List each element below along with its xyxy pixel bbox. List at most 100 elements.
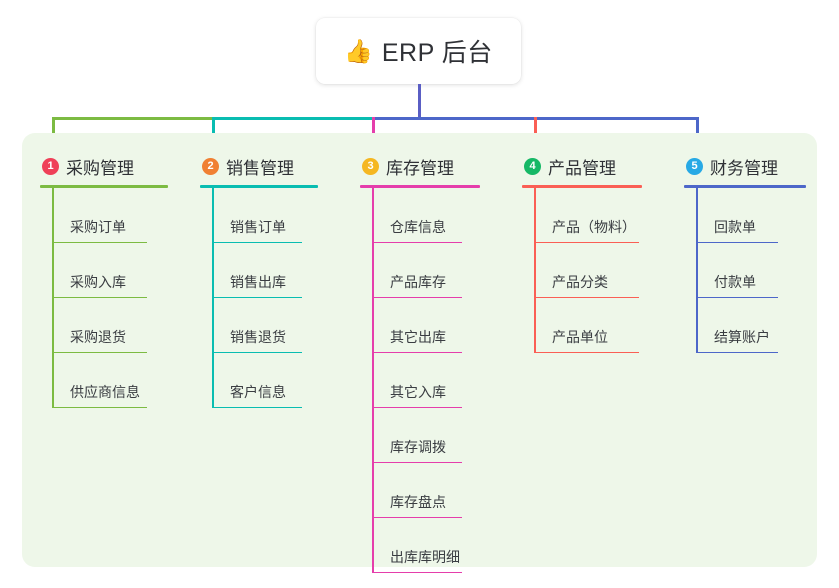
branch-item-rule: [372, 351, 462, 353]
branch-column-1: 1 采购管理采购订单采购入库采购退货供应商信息: [40, 151, 168, 408]
branch-item-rule: [372, 516, 462, 518]
branch-number-badge: 2: [202, 157, 219, 175]
branch-header-5[interactable]: 5 财务管理: [684, 151, 806, 181]
branch-item-rule: [696, 296, 778, 298]
branch-spine: [52, 188, 54, 408]
branch-item-rule: [372, 571, 462, 573]
branch-item-rule: [212, 351, 302, 353]
branch-item-rule: [52, 351, 147, 353]
branch-item-label: 其它入库: [390, 384, 446, 400]
branch-item-rule: [52, 241, 147, 243]
branch-item-rule: [212, 406, 302, 408]
branch-item-label: 采购订单: [70, 219, 126, 235]
branch-item-rule: [696, 241, 778, 243]
branch-spine: [534, 188, 536, 353]
branch-item[interactable]: 其它出库: [372, 298, 480, 353]
branches-panel: 1 采购管理采购订单采购入库采购退货供应商信息 2 销售管理销售订单销售出库销售退货客…: [22, 133, 817, 573]
connector-hbar-2: [212, 117, 375, 120]
branch-item-label: 产品（物料）: [552, 219, 636, 235]
branch-underline: [40, 185, 168, 188]
branch-item[interactable]: 销售订单: [212, 188, 318, 243]
branch-item-label: 库存调拨: [390, 439, 446, 455]
branch-item-label: 回款单: [714, 219, 756, 235]
branch-item[interactable]: 库存盘点: [372, 463, 480, 518]
branch-header-1[interactable]: 1 采购管理: [40, 151, 168, 181]
branch-item[interactable]: 产品分类: [534, 243, 642, 298]
branch-item[interactable]: 产品单位: [534, 298, 642, 353]
branch-item-label: 销售出库: [230, 274, 286, 290]
branch-item-label: 仓库信息: [390, 219, 446, 235]
branch-item[interactable]: 库存调拨: [372, 408, 480, 463]
branch-item-label: 产品分类: [552, 274, 608, 290]
branch-header-2[interactable]: 2 销售管理: [200, 151, 318, 181]
branch-underline: [200, 185, 318, 188]
connector-trunk: [418, 84, 421, 117]
branch-spine: [212, 188, 214, 408]
branch-item-list: 产品（物料） 产品分类产品单位: [522, 188, 642, 353]
branch-item-list: 采购订单采购入库采购退货供应商信息: [40, 188, 168, 408]
branch-column-5: 5 财务管理回款单付款单结算账户: [684, 151, 806, 353]
branch-item[interactable]: 结算账户: [696, 298, 806, 353]
connector-hbar-3: [372, 117, 537, 120]
branch-header-4[interactable]: 4 产品管理: [522, 151, 642, 181]
branch-item-label: 销售退货: [230, 329, 286, 345]
branch-number-badge: 1: [42, 157, 59, 175]
branch-item[interactable]: 出库库明细: [372, 518, 480, 573]
branch-item-rule: [372, 296, 462, 298]
branch-item-label: 产品库存: [390, 274, 446, 290]
branch-item-list: 回款单付款单结算账户: [684, 188, 806, 353]
branch-number-badge: 5: [686, 157, 703, 175]
branch-item-rule: [52, 406, 147, 408]
branch-item-rule: [372, 406, 462, 408]
branch-item-rule: [696, 351, 778, 353]
branch-item-label: 付款单: [714, 274, 756, 290]
branch-item-rule: [212, 241, 302, 243]
branch-item-label: 销售订单: [230, 219, 286, 235]
branch-underline: [360, 185, 480, 188]
branch-item[interactable]: 销售退货: [212, 298, 318, 353]
branch-item[interactable]: 其它入库: [372, 353, 480, 408]
branch-item[interactable]: 销售出库: [212, 243, 318, 298]
branch-item[interactable]: 产品库存: [372, 243, 480, 298]
branch-item[interactable]: 采购退货: [52, 298, 168, 353]
branch-item[interactable]: 付款单: [696, 243, 806, 298]
branch-item-label: 采购入库: [70, 274, 126, 290]
branch-item-label: 出库库明细: [390, 549, 460, 565]
branch-item-label: 其它出库: [390, 329, 446, 345]
connector-hbar-4: [534, 117, 699, 120]
branch-item-label: 供应商信息: [70, 384, 140, 400]
branch-item-rule: [212, 296, 302, 298]
thumbs-up-icon: 👍: [344, 37, 373, 64]
branch-title: 库存管理: [386, 158, 454, 178]
branch-title: 产品管理: [548, 158, 616, 178]
branch-item[interactable]: 供应商信息: [52, 353, 168, 408]
branch-column-2: 2 销售管理销售订单销售出库销售退货客户信息: [200, 151, 318, 408]
branch-title: 财务管理: [710, 158, 778, 178]
connector-hbar-1: [52, 117, 215, 120]
branch-item-rule: [52, 296, 147, 298]
branch-underline: [522, 185, 642, 188]
branch-item-label: 客户信息: [230, 384, 286, 400]
branch-item-rule: [534, 296, 639, 298]
branch-number-badge: 4: [524, 157, 541, 175]
branch-item-list: 销售订单销售出库销售退货客户信息: [200, 188, 318, 408]
root-title: ERP 后台: [381, 39, 493, 67]
branch-item[interactable]: 采购订单: [52, 188, 168, 243]
branch-item[interactable]: 回款单: [696, 188, 806, 243]
branch-item-label: 库存盘点: [390, 494, 446, 510]
branch-item-label: 采购退货: [70, 329, 126, 345]
branch-title: 采购管理: [66, 158, 134, 178]
branch-item[interactable]: 采购入库: [52, 243, 168, 298]
branch-spine: [696, 188, 698, 353]
branch-item[interactable]: 仓库信息: [372, 188, 480, 243]
branch-item[interactable]: 产品（物料）: [534, 188, 642, 243]
branch-spine: [372, 188, 374, 573]
root-node[interactable]: 👍 ERP 后台: [316, 18, 521, 84]
branch-title: 销售管理: [226, 158, 294, 178]
branch-item-label: 产品单位: [552, 329, 608, 345]
branch-item-rule: [372, 461, 462, 463]
branch-item[interactable]: 客户信息: [212, 353, 318, 408]
